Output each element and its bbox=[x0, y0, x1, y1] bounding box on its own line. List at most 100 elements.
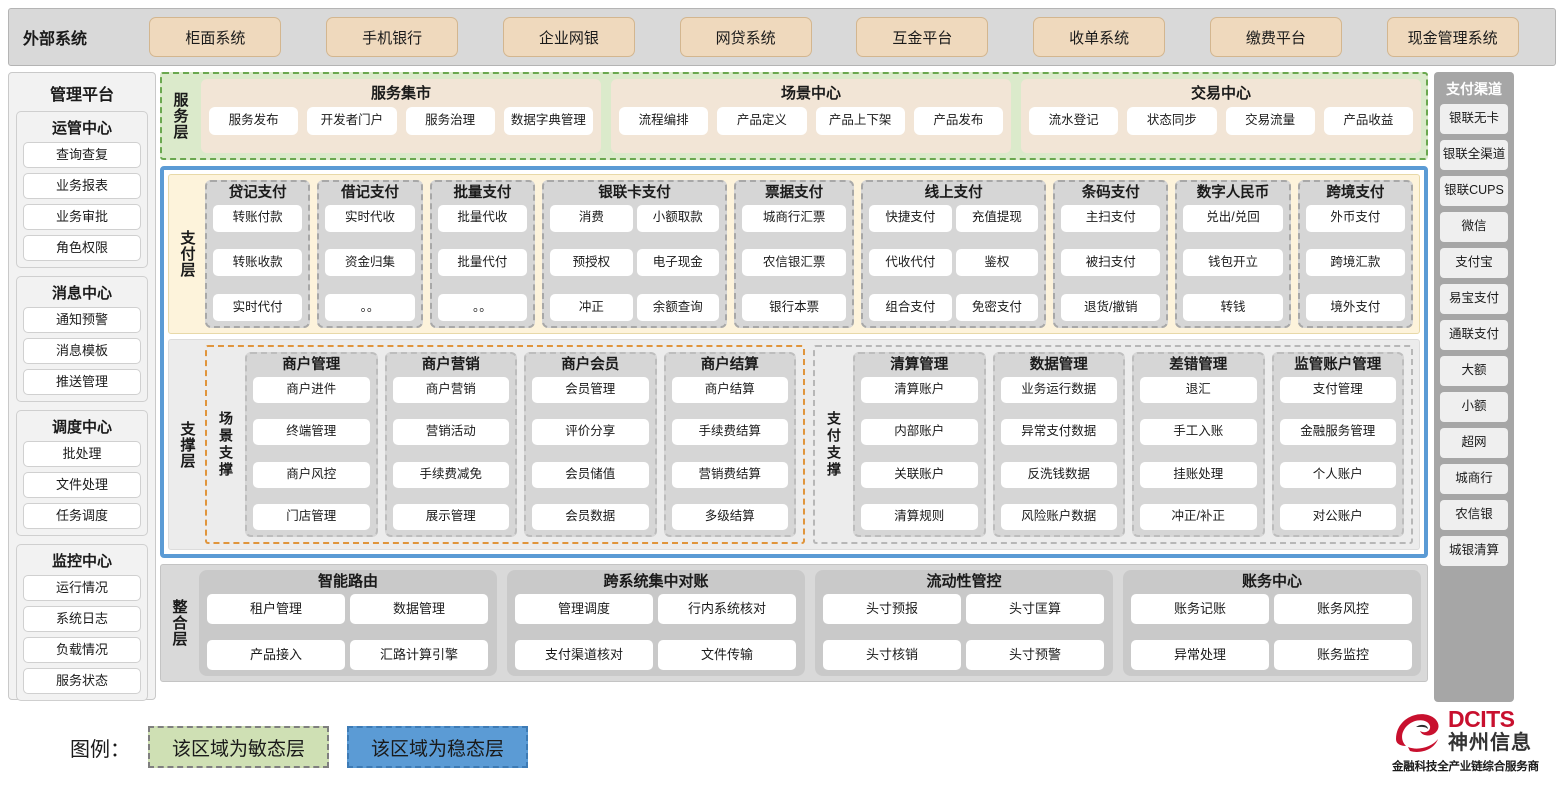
service-item[interactable]: 状态同步 bbox=[1127, 107, 1217, 135]
payment-item[interactable]: 预授权 bbox=[550, 249, 633, 277]
payment-item[interactable]: 批量代付 bbox=[437, 249, 528, 277]
support-item[interactable]: 业务运行数据 bbox=[1000, 376, 1117, 403]
payment-channel-item[interactable]: 银联无卡 bbox=[1440, 104, 1508, 134]
payment-item[interactable]: 充值提现 bbox=[955, 204, 1039, 232]
payment-channel-item[interactable]: 农信银 bbox=[1440, 500, 1508, 530]
support-item[interactable]: 会员数据 bbox=[532, 504, 649, 530]
payment-item[interactable]: 快捷支付 bbox=[869, 204, 952, 232]
management-item[interactable]: 角色权限 bbox=[23, 235, 141, 261]
payment-item[interactable]: 批量代收 bbox=[437, 204, 528, 232]
payment-item[interactable]: 城商行汇票 bbox=[741, 204, 847, 232]
payment-channel-item[interactable]: 城商行 bbox=[1440, 464, 1508, 494]
payment-item[interactable]: 。。 bbox=[325, 294, 415, 321]
support-item[interactable]: 异常支付数据 bbox=[1000, 419, 1117, 445]
external-system-chip[interactable]: 网贷系统 bbox=[679, 17, 812, 57]
payment-channel-item[interactable]: 小额 bbox=[1440, 392, 1508, 422]
management-item[interactable]: 推送管理 bbox=[23, 369, 141, 395]
support-item[interactable]: 多级结算 bbox=[671, 504, 788, 530]
payment-channel-item[interactable]: 银联CUPS bbox=[1440, 176, 1508, 206]
support-item[interactable]: 商户结算 bbox=[671, 376, 788, 403]
payment-channel-item[interactable]: 大额 bbox=[1440, 356, 1508, 386]
support-item[interactable]: 营销费结算 bbox=[671, 461, 788, 488]
payment-item[interactable]: 小额取款 bbox=[636, 204, 719, 232]
integration-item[interactable]: 头寸预警 bbox=[966, 640, 1104, 670]
support-item[interactable]: 营销活动 bbox=[392, 419, 509, 445]
payment-item[interactable]: 。。 bbox=[437, 294, 528, 321]
integration-item[interactable]: 产品接入 bbox=[207, 640, 345, 670]
integration-item[interactable]: 行内系统核对 bbox=[658, 594, 796, 624]
external-system-chip[interactable]: 企业网银 bbox=[502, 17, 635, 57]
payment-item[interactable]: 兑出/兑回 bbox=[1183, 204, 1283, 232]
management-item[interactable]: 业务报表 bbox=[23, 173, 141, 199]
external-system-chip[interactable]: 现金管理系统 bbox=[1386, 17, 1519, 57]
support-item[interactable]: 金融服务管理 bbox=[1279, 419, 1396, 445]
integration-item[interactable]: 头寸匡算 bbox=[966, 594, 1104, 624]
support-item[interactable]: 会员储值 bbox=[532, 461, 649, 488]
management-item[interactable]: 文件处理 bbox=[23, 472, 141, 498]
payment-item[interactable]: 农信银汇票 bbox=[741, 249, 847, 277]
service-item[interactable]: 产品发布 bbox=[913, 107, 1003, 135]
management-item[interactable]: 通知预警 bbox=[23, 307, 141, 333]
payment-channel-item[interactable]: 微信 bbox=[1440, 212, 1508, 242]
integration-item[interactable]: 账务监控 bbox=[1274, 640, 1412, 670]
service-item[interactable]: 流程编排 bbox=[619, 107, 709, 135]
payment-item[interactable]: 银行本票 bbox=[741, 294, 847, 321]
payment-item[interactable]: 实时代付 bbox=[213, 294, 303, 321]
management-item[interactable]: 系统日志 bbox=[23, 606, 141, 632]
management-item[interactable]: 运行情况 bbox=[23, 575, 141, 601]
payment-channel-item[interactable]: 易宝支付 bbox=[1440, 284, 1508, 314]
management-item[interactable]: 批处理 bbox=[23, 441, 141, 467]
support-item[interactable]: 挂账处理 bbox=[1140, 461, 1257, 488]
service-item[interactable]: 产品收益 bbox=[1323, 107, 1413, 135]
support-item[interactable]: 评价分享 bbox=[532, 419, 649, 445]
support-item[interactable]: 商户进件 bbox=[253, 376, 370, 403]
payment-item[interactable]: 鉴权 bbox=[955, 249, 1039, 277]
payment-item[interactable]: 外币支付 bbox=[1305, 204, 1405, 232]
payment-channel-item[interactable]: 通联支付 bbox=[1440, 320, 1508, 350]
external-system-chip[interactable]: 缴费平台 bbox=[1209, 17, 1342, 57]
support-item[interactable]: 个人账户 bbox=[1279, 461, 1396, 488]
support-item[interactable]: 退汇 bbox=[1140, 376, 1257, 403]
payment-item[interactable]: 转钱 bbox=[1183, 294, 1283, 321]
support-item[interactable]: 清算规则 bbox=[861, 504, 978, 530]
support-item[interactable]: 门店管理 bbox=[253, 504, 370, 530]
management-item[interactable]: 任务调度 bbox=[23, 503, 141, 529]
external-system-chip[interactable]: 互金平台 bbox=[856, 17, 989, 57]
integration-item[interactable]: 租户管理 bbox=[207, 594, 345, 624]
payment-item[interactable]: 代收代付 bbox=[869, 249, 952, 277]
management-item[interactable]: 查询查复 bbox=[23, 142, 141, 168]
support-item[interactable]: 清算账户 bbox=[861, 376, 978, 403]
support-item[interactable]: 会员管理 bbox=[532, 376, 649, 403]
support-item[interactable]: 对公账户 bbox=[1279, 504, 1396, 530]
service-item[interactable]: 开发者门户 bbox=[307, 107, 397, 135]
service-item[interactable]: 产品定义 bbox=[717, 107, 807, 135]
integration-item[interactable]: 账务风控 bbox=[1274, 594, 1412, 624]
payment-channel-item[interactable]: 超网 bbox=[1440, 428, 1508, 458]
support-item[interactable]: 手续费减免 bbox=[392, 461, 509, 488]
support-item[interactable]: 手续费结算 bbox=[671, 419, 788, 445]
external-system-chip[interactable]: 手机银行 bbox=[326, 17, 459, 57]
service-item[interactable]: 数据字典管理 bbox=[503, 107, 593, 135]
service-item[interactable]: 服务发布 bbox=[209, 107, 299, 135]
integration-item[interactable]: 账务记账 bbox=[1131, 594, 1269, 624]
support-item[interactable]: 手工入账 bbox=[1140, 419, 1257, 445]
payment-item[interactable]: 组合支付 bbox=[869, 294, 952, 321]
service-item[interactable]: 流水登记 bbox=[1029, 107, 1119, 135]
payment-item[interactable]: 转账付款 bbox=[213, 204, 303, 232]
integration-item[interactable]: 管理调度 bbox=[515, 594, 653, 624]
support-item[interactable]: 商户营销 bbox=[392, 376, 509, 403]
management-item[interactable]: 负载情况 bbox=[23, 637, 141, 663]
support-item[interactable]: 展示管理 bbox=[392, 504, 509, 530]
payment-channel-item[interactable]: 城银清算 bbox=[1440, 536, 1508, 566]
payment-item[interactable]: 资金归集 bbox=[325, 249, 415, 277]
external-system-chip[interactable]: 收单系统 bbox=[1033, 17, 1166, 57]
support-item[interactable]: 关联账户 bbox=[861, 461, 978, 488]
payment-item[interactable]: 主扫支付 bbox=[1061, 204, 1161, 232]
payment-channel-item[interactable]: 支付宝 bbox=[1440, 248, 1508, 278]
support-item[interactable]: 终端管理 bbox=[253, 419, 370, 445]
payment-item[interactable]: 退货/撤销 bbox=[1061, 294, 1161, 321]
management-item[interactable]: 消息模板 bbox=[23, 338, 141, 364]
management-item[interactable]: 服务状态 bbox=[23, 668, 141, 694]
service-item[interactable]: 产品上下架 bbox=[815, 107, 905, 135]
external-system-chip[interactable]: 柜面系统 bbox=[149, 17, 282, 57]
